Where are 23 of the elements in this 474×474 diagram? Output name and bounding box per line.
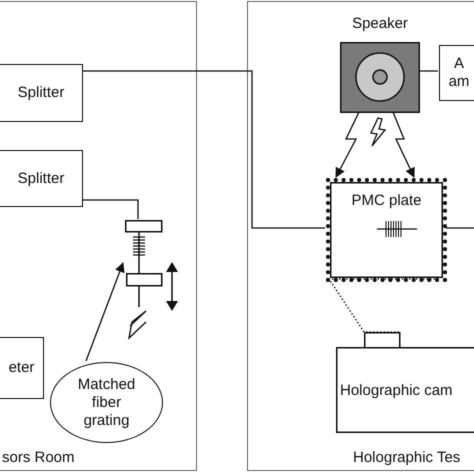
connector-line	[419, 70, 438, 72]
connector-line	[82, 199, 139, 219]
room-label: sors Room	[2, 449, 75, 467]
lightning-arrow	[392, 112, 415, 178]
room-panel	[0, 1, 197, 471]
box-label: Splitter	[18, 170, 64, 188]
box-label: eter	[8, 359, 34, 377]
box-label: A am	[448, 55, 470, 91]
amplifier-box	[439, 45, 474, 101]
splitter-box	[0, 150, 83, 207]
plate-label: PMC plate	[350, 192, 423, 210]
callout-text: Matched fiber grating	[76, 376, 136, 430]
box-label: Splitter	[18, 84, 64, 102]
room-panel	[247, 1, 474, 471]
room-label: Holographic Tes	[353, 449, 460, 467]
lightning-arrow	[335, 112, 360, 178]
speaker-label: Speaker	[351, 15, 409, 33]
splitter-box	[0, 64, 83, 122]
camera-label: Holographic cam	[340, 382, 453, 400]
meter-box	[0, 337, 44, 399]
connector-line	[82, 70, 325, 229]
plate-box	[326, 178, 447, 282]
leader-line	[85, 262, 124, 362]
